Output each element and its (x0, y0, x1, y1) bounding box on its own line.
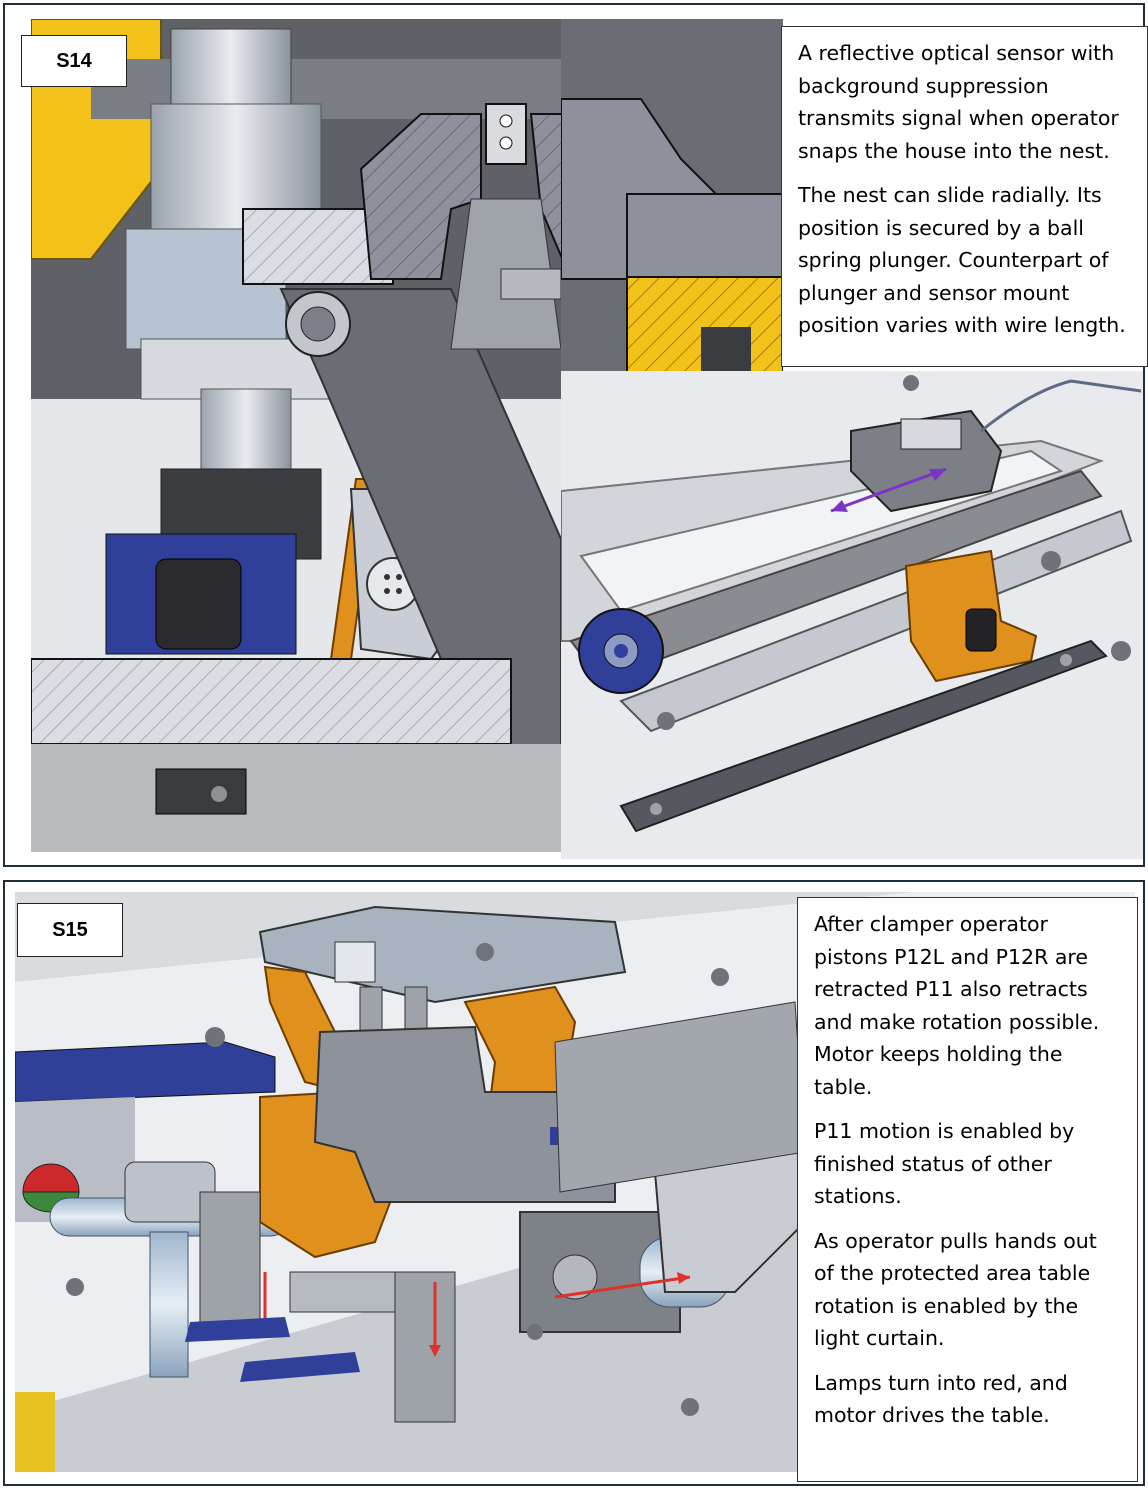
s14-paragraph-2: The nest can slide radially. Its positio… (798, 183, 1126, 337)
flat-bar (619, 639, 1108, 833)
slide-direction-arrow (830, 467, 947, 513)
s15-paragraph-2: P11 motion is enabled by finished status… (814, 1119, 1075, 1208)
s14-cad-section-view (31, 19, 561, 852)
sensor-module (850, 409, 1003, 513)
s15-paragraph-4: Lamps turn into red, and motor drives th… (814, 1370, 1068, 1428)
yellow-table-edge (15, 1392, 55, 1472)
s14-yellow-section (561, 19, 783, 372)
s14-top-view-svg (561, 371, 1143, 859)
black-knob (155, 558, 242, 650)
s15-description-box: After clamper operator pistons P12L and … (797, 897, 1138, 1482)
s14-step-label: S14 (21, 35, 127, 87)
center-block (313, 1025, 616, 1203)
s14-section-svg (31, 19, 561, 852)
panel-s15: S15 After clamper operator pistons P12L … (3, 880, 1145, 1486)
optical-sensor (485, 103, 527, 165)
s15-paragraph-3: As operator pulls hands out of the prote… (814, 1228, 1097, 1351)
base-plate-section (31, 658, 512, 745)
yellow-hatched-part (626, 276, 783, 372)
s15-step-label: S15 (17, 903, 123, 957)
nest-section-left (359, 113, 482, 280)
retract-arrow (554, 1275, 691, 1299)
t-nut (155, 768, 247, 815)
panel-s14: S14 A reflective optical sensor with bac… (3, 3, 1148, 867)
s14-description-box: A reflective optical sensor with backgro… (781, 26, 1148, 367)
s15-paragraph-1: After clamper operator pistons P12L and … (814, 912, 1100, 1099)
knurled-knob (965, 608, 997, 652)
nest-section-right (529, 113, 561, 259)
s14-cad-top-view (561, 371, 1143, 859)
top-cylinder (170, 28, 292, 110)
s14-paragraph-1: A reflective optical sensor with backgro… (798, 41, 1119, 163)
blue-frame (15, 1041, 276, 1103)
